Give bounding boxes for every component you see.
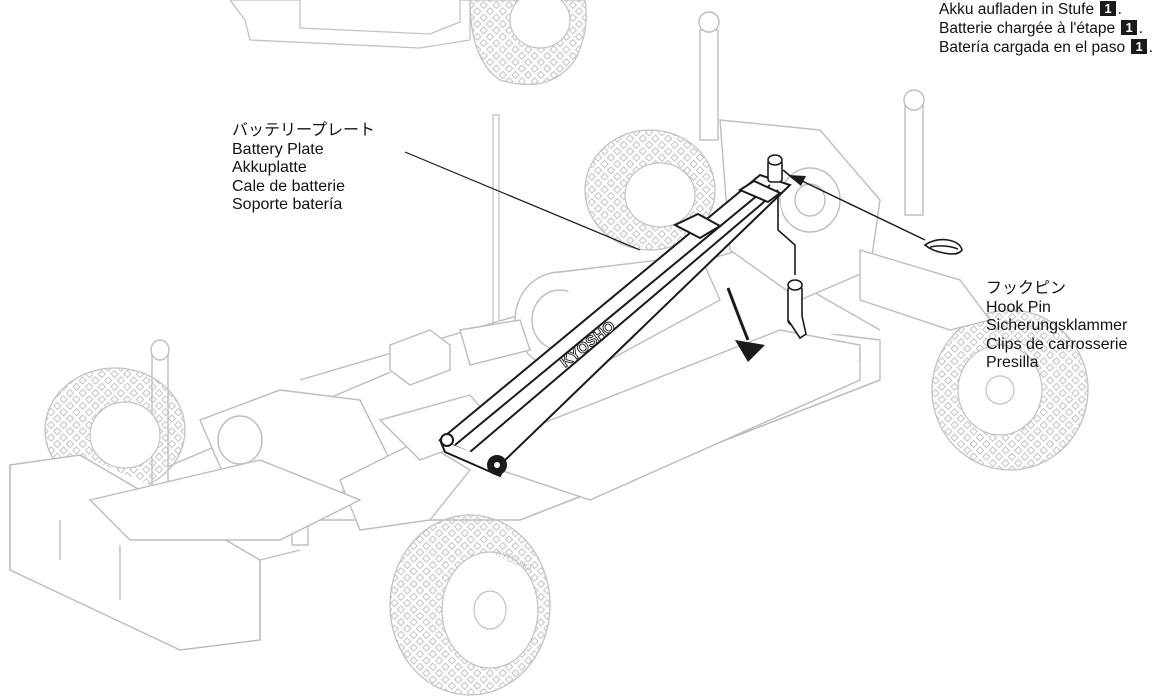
esc-unit [389, 319, 531, 386]
battery-plate-callout: バッテリープレート Battery Plate Akkuplatte Cale … [232, 122, 375, 215]
top-body-remnant [229, 0, 471, 49]
rear-bulkhead [719, 119, 881, 301]
hook-pin-callout: フックピン Hook Pin Sicherungsklammer Clips d… [986, 280, 1127, 373]
right-wheel-rear [931, 309, 1089, 471]
plate-post [767, 154, 807, 340]
callout-line-de: Akkuplatte [232, 159, 307, 176]
callout-line-en: Hook Pin [986, 298, 1051, 316]
top-wheel-remnant [469, 0, 587, 86]
callout-line-es: Soporte batería [232, 196, 343, 213]
callout-line-en: Battery Plate [232, 140, 324, 158]
callout-line-de: Sicherungsklammer [986, 317, 1128, 334]
callout-line-ja: バッテリープレート [232, 122, 376, 139]
step-note-line-fr: Batterie chargée à l'étape 1. [939, 20, 1144, 37]
callout-line-fr: Cale de batterie [232, 177, 345, 195]
callout-line-ja: フックピン [986, 280, 1067, 297]
insertion-arrow [788, 175, 926, 241]
step-badge: 1 [1131, 39, 1147, 54]
callout-line-es: Presilla [986, 354, 1039, 371]
battery-pack [497, 329, 861, 501]
front-right-wheel: KYOSHO [389, 514, 551, 696]
antenna-tube [492, 114, 500, 346]
step-note-line-es: Batería cargada en el paso 1. [939, 39, 1153, 56]
callout-line-fr: Clips de carrosserie [986, 335, 1128, 353]
rear-suspension-arm [859, 249, 992, 331]
step-badge: 1 [1121, 20, 1137, 35]
hook-pin [923, 238, 963, 255]
rotation-arrow [726, 287, 765, 362]
battery-plate: KYOSHO [438, 173, 792, 478]
battery-plate-leader [404, 151, 641, 251]
rear-wheel-back [584, 129, 716, 251]
step-note-line-de: Akku aufladen in Stufe 1. [939, 1, 1122, 18]
front-upper-plate [88, 459, 362, 541]
step-note: Akku aufladen in Stufe 1. Batterie charg… [939, 0, 1153, 57]
step-badge: 1 [1100, 1, 1116, 16]
